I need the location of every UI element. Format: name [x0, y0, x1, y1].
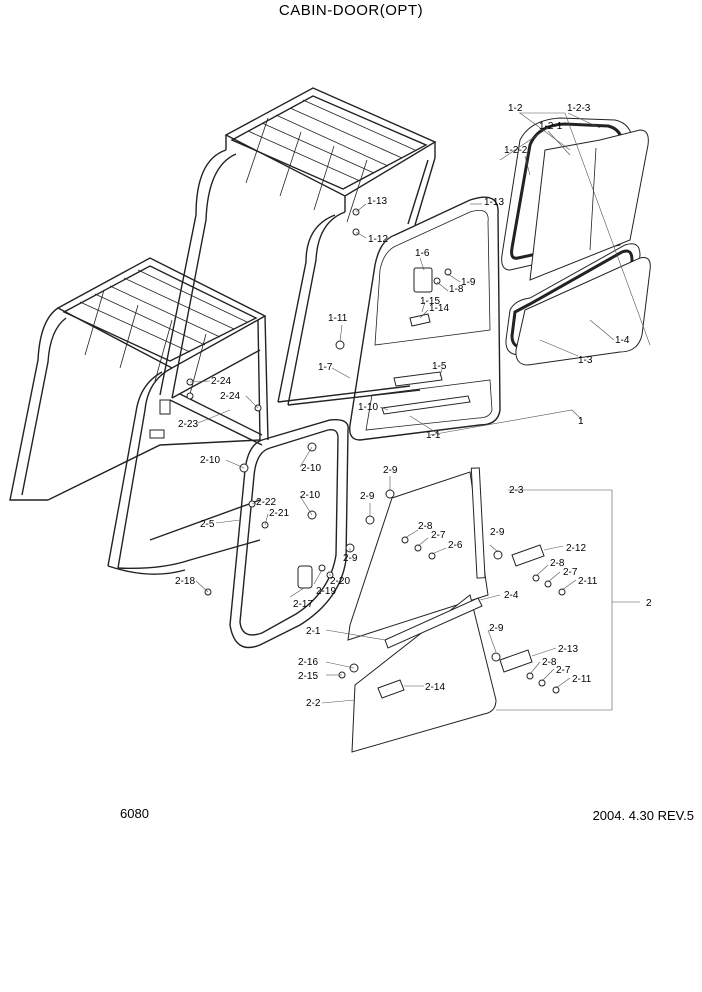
- label-2-20: 2-20: [330, 576, 350, 587]
- label-2-5: 2-5: [200, 519, 215, 530]
- label-2-7b: 2-7: [563, 567, 578, 578]
- label-1-7: 1-7: [318, 362, 333, 373]
- leader-lines: [189, 112, 651, 711]
- label-2-3: 2-3: [509, 485, 524, 496]
- label-2-13: 2-13: [558, 644, 578, 655]
- label-2-7a: 2-7: [431, 530, 446, 541]
- label-2-18: 2-18: [175, 576, 195, 587]
- label-1-15: 1-15: [420, 296, 440, 307]
- label-2-8b: 2-8: [550, 558, 565, 569]
- label-1-14: 1-14: [429, 303, 449, 314]
- label-2-10b: 2-10: [301, 463, 321, 474]
- label-2-2: 2-2: [306, 698, 321, 709]
- label-2-10c: 2-10: [300, 490, 320, 501]
- label-2-4: 2-4: [504, 590, 519, 601]
- label-2-24a: 2-24: [211, 376, 231, 387]
- part-labels: 1-2 1-2-3 1-2-1 1-2-2 1-13 1-13 1-12 1-6…: [175, 103, 652, 709]
- label-1: 1: [578, 416, 584, 427]
- label-2-17: 2-17: [293, 599, 313, 610]
- label-1-10: 1-10: [358, 402, 378, 413]
- lower-door-assembly: [297, 467, 545, 753]
- page-code: 6080: [120, 806, 149, 821]
- label-2-12: 2-12: [566, 543, 586, 554]
- label-2-22: 2-22: [256, 497, 276, 508]
- revision-date: 2004. 4.30 REV.5: [592, 808, 694, 823]
- label-1-13a: 1-13: [367, 196, 387, 207]
- label-1-6: 1-6: [415, 248, 430, 259]
- label-2-9a: 2-9: [383, 465, 398, 476]
- fasteners: [186, 208, 566, 694]
- label-2-1: 2-1: [306, 626, 321, 637]
- label-1-2: 1-2: [508, 103, 523, 114]
- label-1-13b: 1-13: [484, 197, 504, 208]
- label-2-24b: 2-24: [220, 391, 240, 402]
- upper-door-assembly: [349, 117, 651, 441]
- label-2-19: 2-19: [316, 586, 336, 597]
- label-2-6: 2-6: [448, 540, 463, 551]
- label-1-12: 1-12: [368, 234, 388, 245]
- front-cabin-frame: [9, 257, 269, 575]
- label-2-9b: 2-9: [360, 491, 375, 502]
- label-1-1: 1-1: [426, 430, 441, 441]
- label-2-11b: 2-11: [572, 674, 592, 685]
- label-2-16: 2-16: [298, 657, 318, 668]
- label-1-9: 1-9: [461, 277, 476, 288]
- label-1-2-3: 1-2-3: [567, 103, 591, 114]
- label-2-9c: 2-9: [490, 527, 505, 538]
- label-1-8: 1-8: [449, 284, 464, 295]
- label-2-8c: 2-8: [542, 657, 557, 668]
- label-1-3: 1-3: [578, 355, 593, 366]
- label-2-9e: 2-9: [489, 623, 504, 634]
- label-2-10a: 2-10: [200, 455, 220, 466]
- label-2-21: 2-21: [269, 508, 289, 519]
- rear-cabin-frame: [159, 87, 437, 406]
- label-2-14: 2-14: [425, 682, 445, 693]
- label-2-15: 2-15: [298, 671, 318, 682]
- label-2: 2: [646, 598, 652, 609]
- label-1-2-2: 1-2-2: [504, 145, 528, 156]
- label-2-23: 2-23: [178, 419, 198, 430]
- label-1-2-1: 1-2-1: [539, 121, 563, 132]
- door-frame: [169, 393, 349, 649]
- page-title: CABIN-DOOR(OPT): [278, 2, 424, 19]
- label-2-8a: 2-8: [418, 521, 433, 532]
- label-2-11a: 2-11: [578, 576, 598, 587]
- label-2-7c: 2-7: [556, 665, 571, 676]
- label-1-4: 1-4: [615, 335, 630, 346]
- label-1-5: 1-5: [432, 361, 447, 372]
- label-1-11: 1-11: [328, 313, 348, 324]
- label-2-9d: 2-9: [343, 553, 358, 564]
